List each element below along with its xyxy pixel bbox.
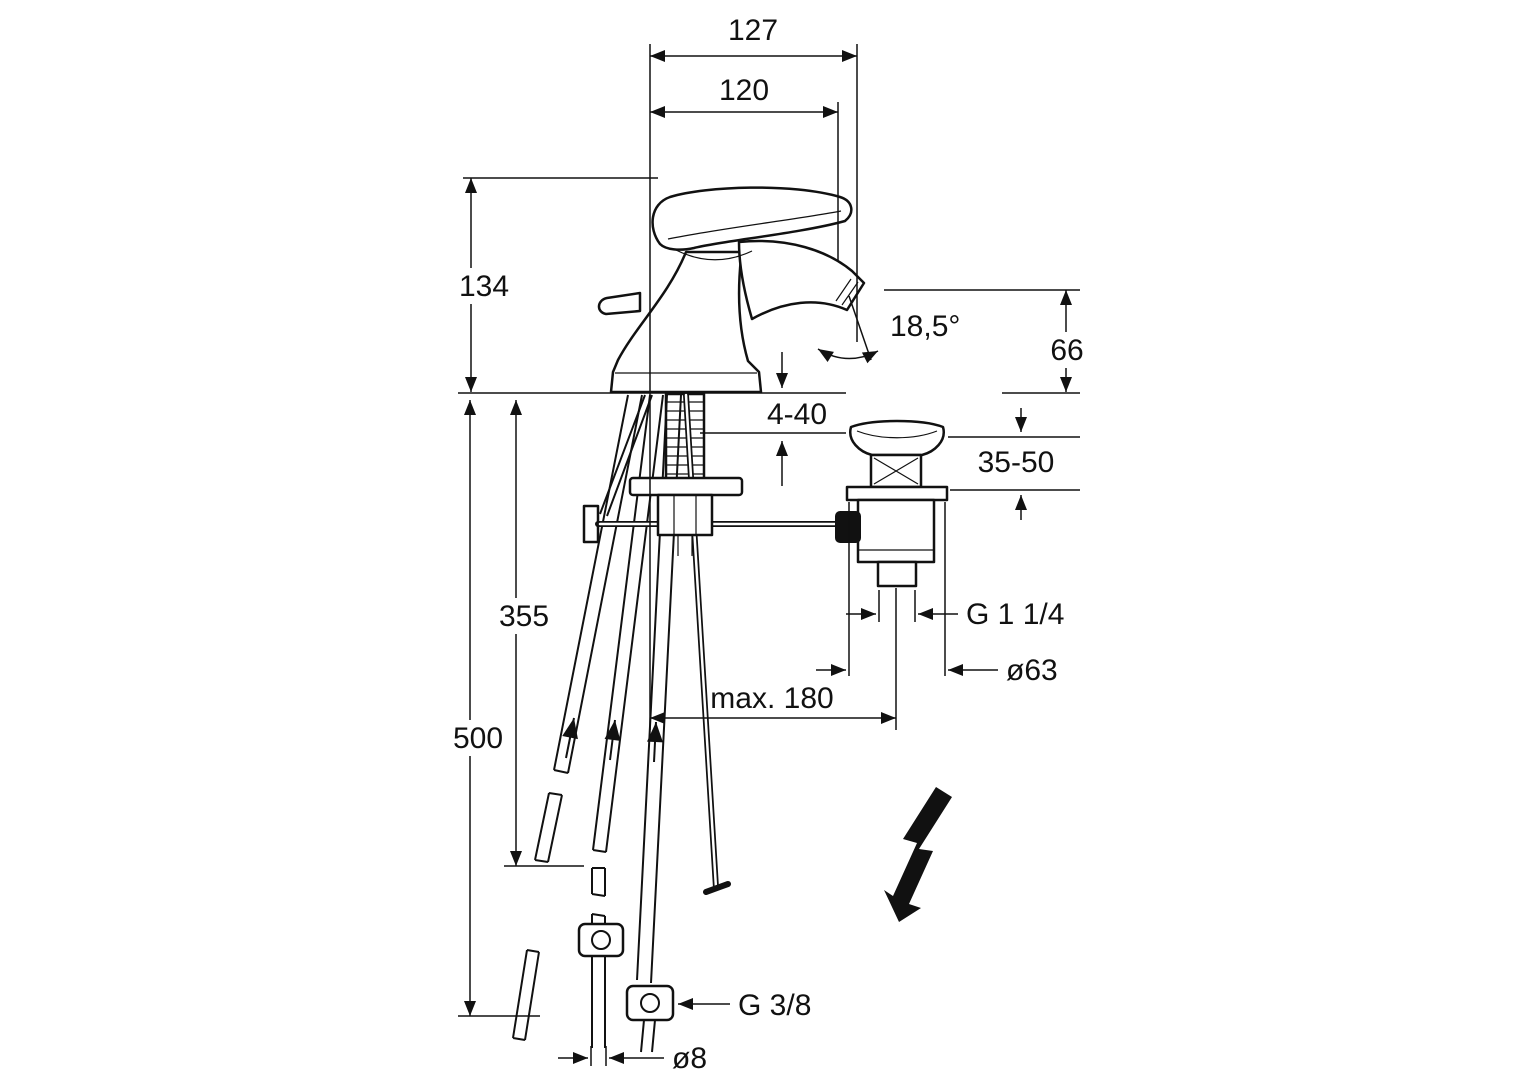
dim-label-waste-diameter: ø63	[1006, 654, 1058, 687]
connector-nut	[577, 922, 625, 958]
spout-outlet-lines	[835, 278, 859, 306]
supply-hose-left	[512, 394, 643, 1041]
extension-lines-o8	[590, 1046, 607, 1066]
label-backing-66	[1038, 332, 1096, 368]
rod-knob	[835, 511, 861, 543]
popup-waste-assembly	[835, 419, 949, 588]
drain-flange	[845, 485, 949, 502]
g38-connector-hole	[640, 993, 660, 1013]
hose-left-middle-segment	[534, 792, 563, 863]
copper-pipe-middle	[591, 867, 606, 1048]
extension-lines-o63	[848, 502, 946, 676]
label-backing-134	[452, 268, 516, 304]
label-backing-500	[443, 720, 513, 756]
dim-label-body-height: 134	[459, 270, 509, 303]
connector-nut-hole	[591, 930, 611, 950]
drain-cup-rim	[856, 430, 938, 439]
drain-strainer-cross	[873, 457, 919, 485]
popup-rod-foot	[703, 881, 731, 895]
g38-connector-nut	[625, 984, 675, 1022]
faucet-spout	[737, 239, 866, 321]
label-backing-355	[489, 598, 559, 634]
lightning-bolt-icon	[884, 787, 952, 922]
dim-label-overall-projection: 127	[728, 14, 778, 47]
flow-arrow	[647, 721, 663, 763]
popup-rod-link	[599, 394, 653, 517]
angle-reference-line	[848, 295, 872, 361]
dim-label-waste-adjustment: 35-50	[978, 446, 1055, 479]
dim-label-spout-angle: 18,5°	[890, 310, 960, 343]
dim-label-hose-length: 355	[499, 600, 549, 633]
g38-connector-tail	[640, 1019, 656, 1053]
supply-hose-middle	[591, 394, 664, 1048]
mounting-washer	[628, 476, 744, 497]
flow-arrow	[562, 717, 578, 759]
angle-arc	[817, 348, 879, 364]
handle-detail-lines	[667, 210, 842, 261]
drain-tail	[876, 560, 918, 588]
hose-middle-upper-segment	[592, 394, 664, 853]
mounting-nut-facets	[673, 495, 697, 556]
hose-left-lower-segment	[512, 949, 540, 1041]
dim-label-mounting-thickness: 4-40	[767, 398, 827, 431]
dim-label-supply-thread: G 3/8	[738, 989, 811, 1022]
dim-label-spout-reach: 120	[719, 74, 769, 107]
dim-label-outlet-height: 66	[1050, 334, 1083, 367]
faucet-assembly	[512, 186, 866, 1053]
hose-left-upper-segment	[553, 394, 643, 774]
popup-knob	[597, 291, 642, 316]
faucet-handle-lever	[651, 186, 853, 251]
dim-label-pipe-diameter: ø8	[672, 1042, 707, 1075]
flow-arrow	[604, 719, 621, 761]
dim-label-waste-thread: G 1 1/4	[966, 598, 1064, 631]
dim-label-rod-length: 500	[453, 722, 503, 755]
drain-body	[856, 498, 936, 564]
mounting-nut	[656, 493, 714, 537]
dimension-labels: 127 120 134 66 18,5° 4-40 35-50 355 500 …	[453, 14, 1084, 1075]
dim-label-rod-reach: max. 180	[710, 682, 833, 715]
extension-lines-g114	[878, 590, 916, 622]
faucet-body	[609, 250, 763, 394]
